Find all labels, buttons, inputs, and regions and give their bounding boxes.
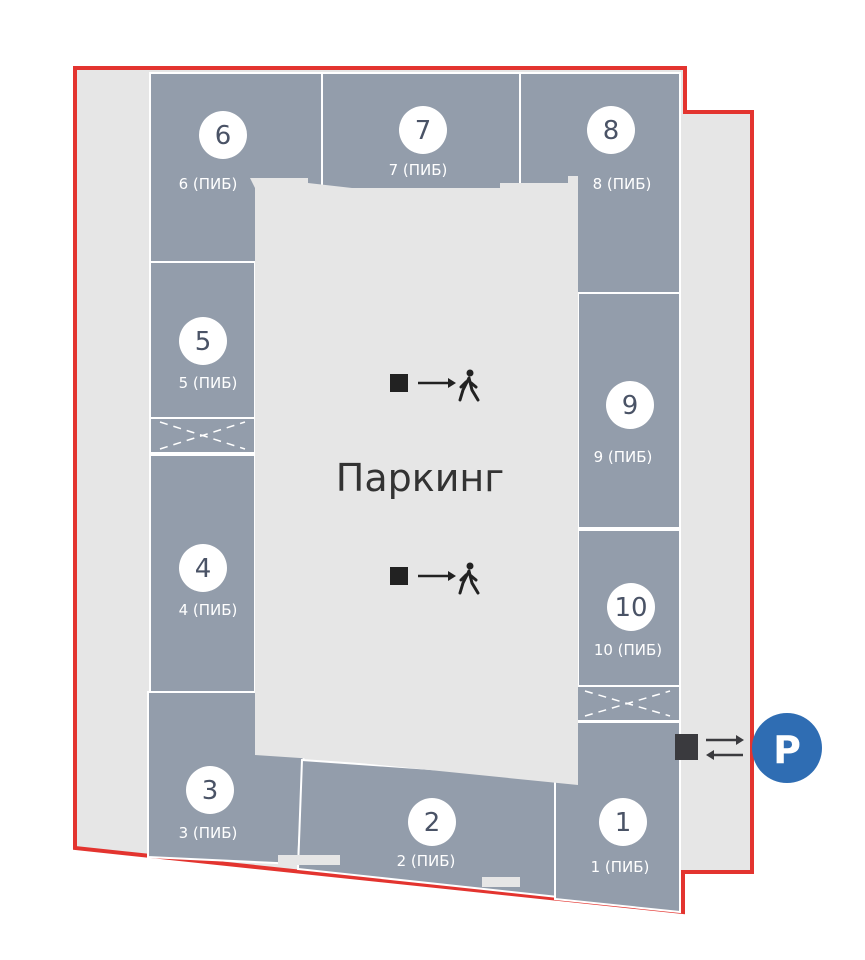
- unit-badge-10: 10 10 (ПИБ): [594, 583, 662, 659]
- unit-badge-6: 6 6 (ПИБ): [179, 111, 247, 193]
- unit-badge-3: 3 3 (ПИБ): [179, 766, 238, 842]
- svg-text:2: 2: [424, 808, 441, 838]
- svg-text:1: 1: [615, 808, 632, 838]
- svg-text:10: 10: [614, 593, 647, 623]
- svg-text:9: 9: [622, 391, 639, 421]
- door: [278, 855, 340, 865]
- unit-badge-4: 4 4 (ПИБ): [179, 544, 238, 619]
- svg-text:1 (ПИБ): 1 (ПИБ): [591, 858, 650, 876]
- svg-text:6 (ПИБ): 6 (ПИБ): [179, 175, 238, 193]
- svg-text:5 (ПИБ): 5 (ПИБ): [179, 374, 238, 392]
- parking-label: Паркинг: [336, 456, 504, 500]
- svg-text:2 (ПИБ): 2 (ПИБ): [397, 852, 456, 870]
- svg-text:3: 3: [202, 776, 219, 806]
- svg-text:4 (ПИБ): 4 (ПИБ): [179, 601, 238, 619]
- parking-sign-letter: P: [773, 728, 801, 772]
- entry-exit-arrows-icon: [675, 734, 744, 760]
- svg-text:10 (ПИБ): 10 (ПИБ): [594, 641, 662, 659]
- svg-text:4: 4: [195, 554, 212, 584]
- parking-sign[interactable]: P: [752, 713, 822, 783]
- unit-badge-5: 5 5 (ПИБ): [179, 317, 238, 392]
- svg-text:8: 8: [603, 116, 620, 146]
- parking-area[interactable]: [250, 176, 578, 785]
- unit-badge-8: 8 8 (ПИБ): [587, 106, 651, 193]
- unit-badge-1: 1 1 (ПИБ): [591, 798, 650, 876]
- door: [482, 877, 520, 887]
- svg-text:3 (ПИБ): 3 (ПИБ): [179, 824, 238, 842]
- unit-badge-7: 7 7 (ПИБ): [389, 106, 448, 179]
- unit-badge-9: 9 9 (ПИБ): [594, 381, 654, 466]
- svg-text:7: 7: [415, 116, 432, 146]
- svg-text:7 (ПИБ): 7 (ПИБ): [389, 161, 448, 179]
- svg-text:6: 6: [215, 121, 232, 151]
- exit-walk-icon: [390, 369, 480, 402]
- svg-text:5: 5: [195, 327, 212, 357]
- svg-text:8 (ПИБ): 8 (ПИБ): [593, 175, 652, 193]
- unit-badge-2: 2 2 (ПИБ): [397, 798, 456, 870]
- svg-text:9 (ПИБ): 9 (ПИБ): [594, 448, 653, 466]
- exit-walk-icon: [390, 562, 480, 595]
